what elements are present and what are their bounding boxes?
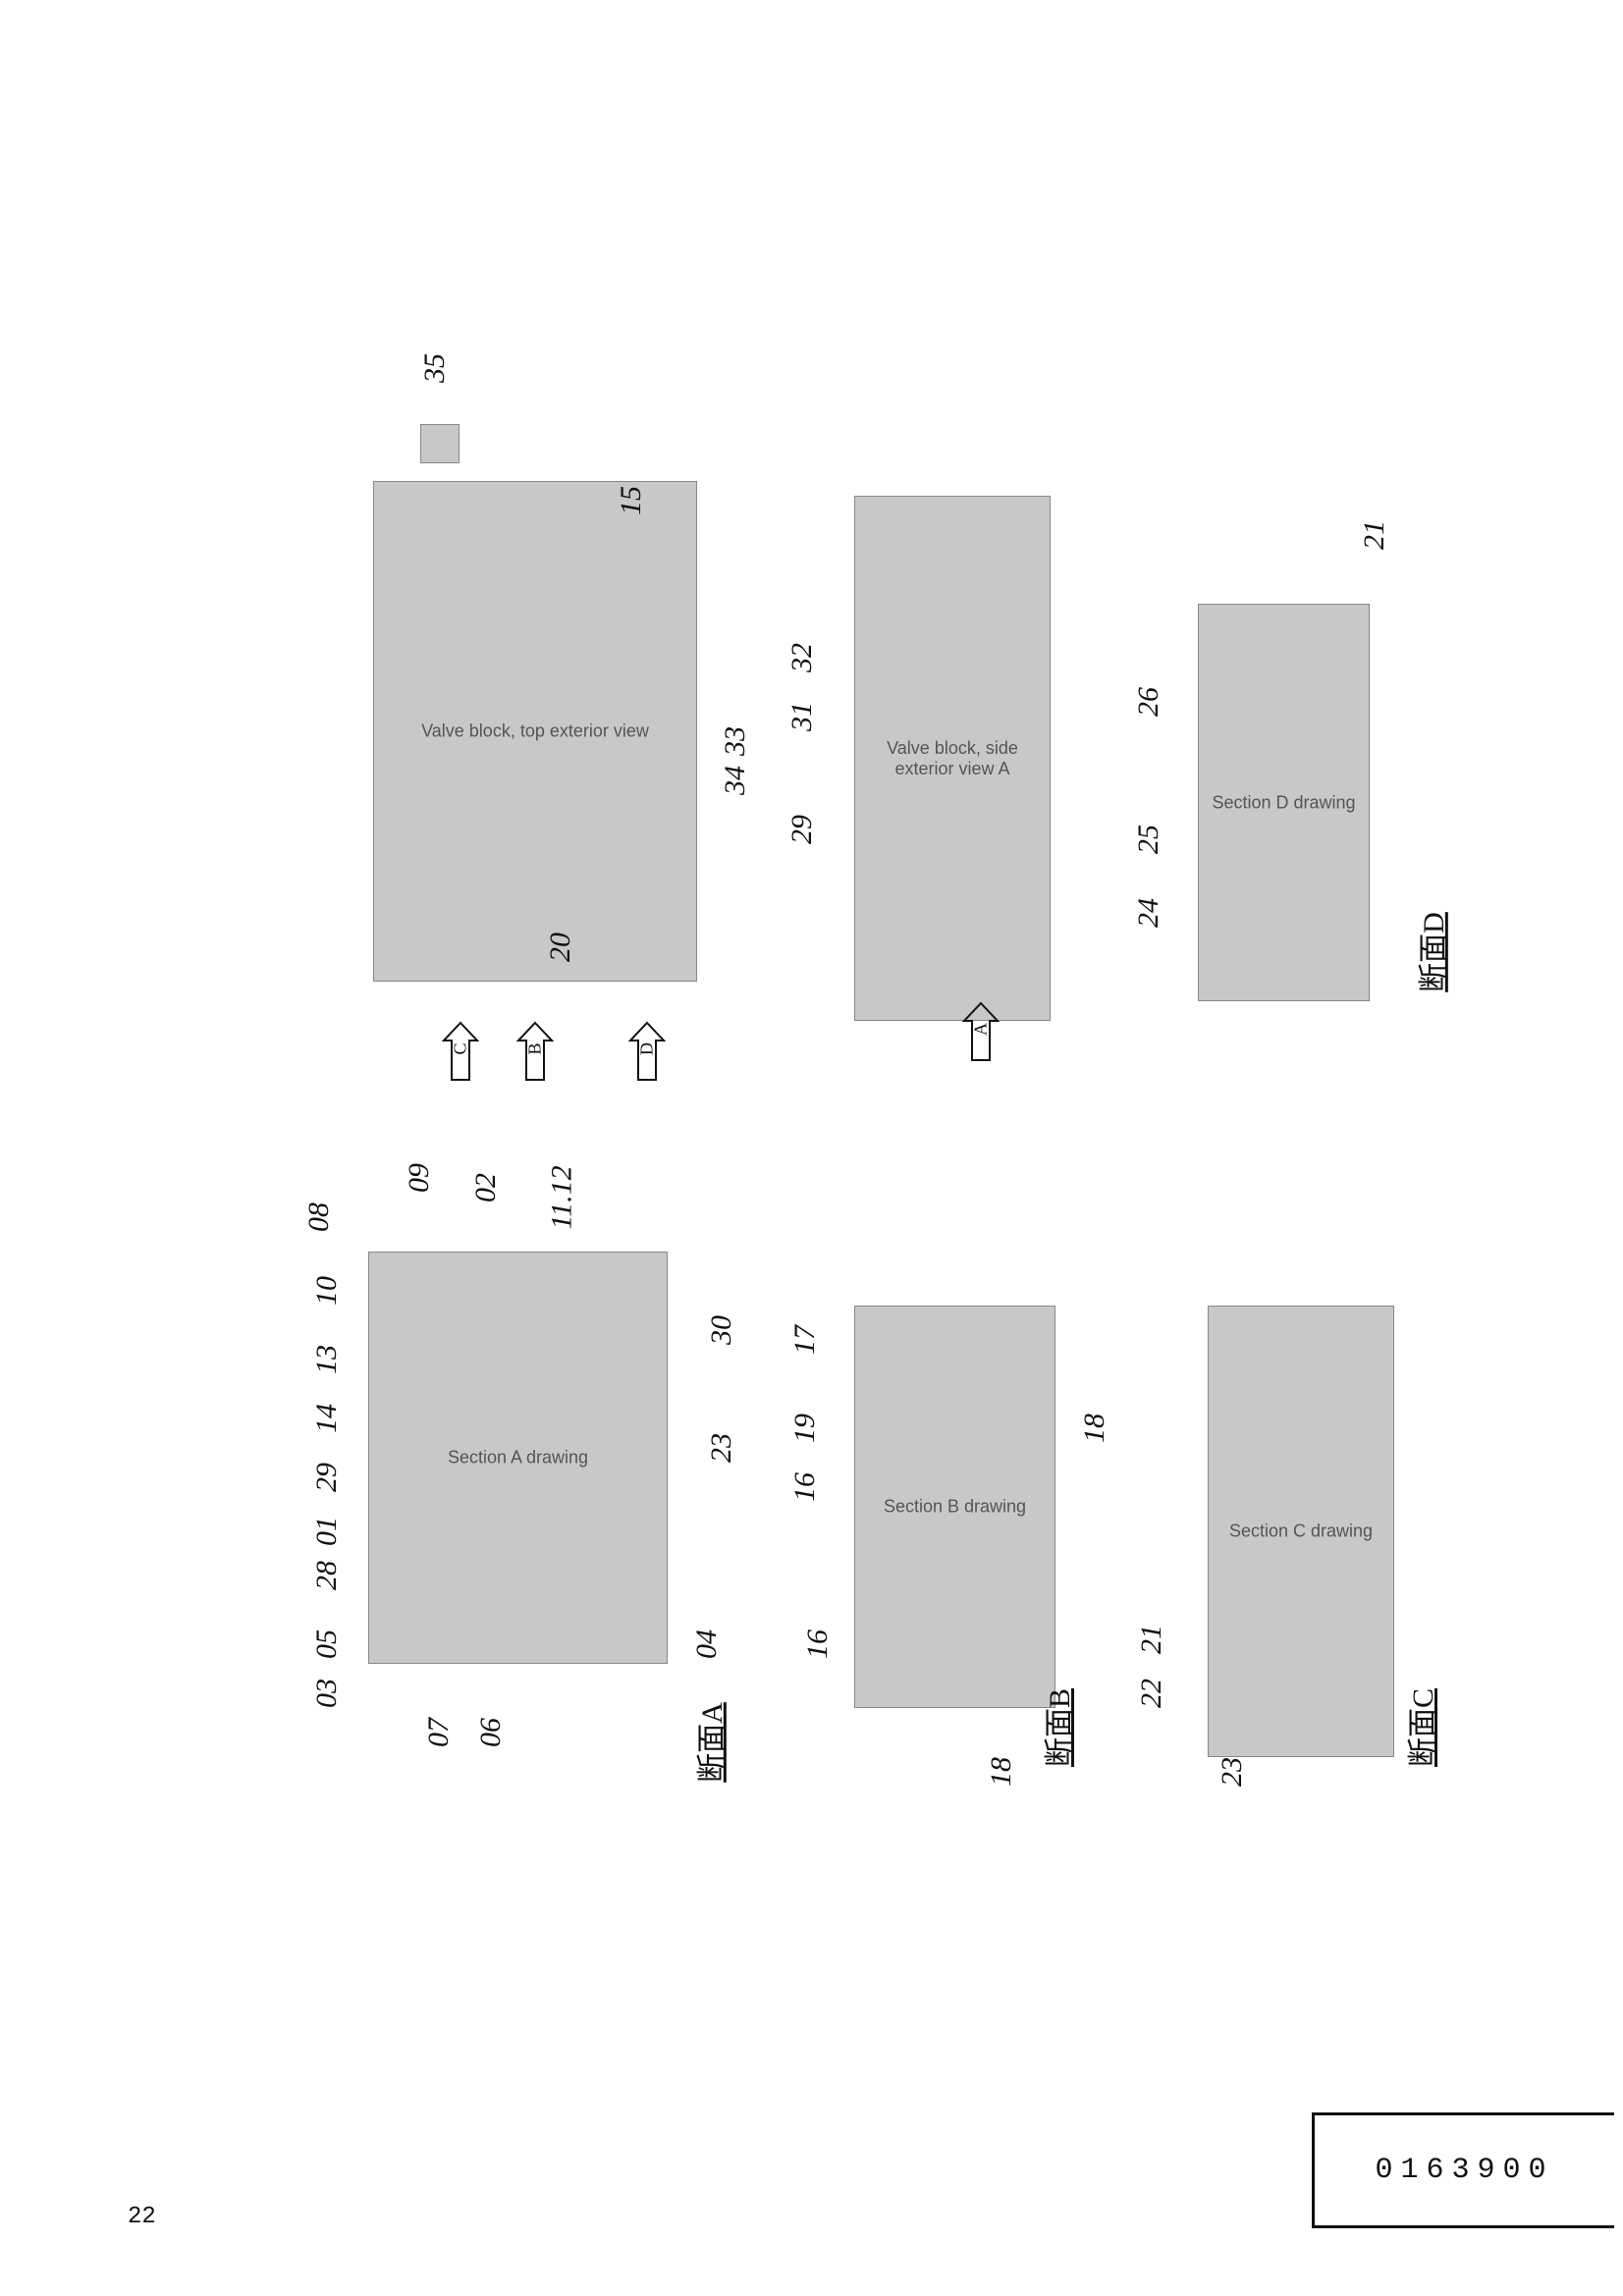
callout-25: 25 bbox=[1132, 825, 1164, 854]
section-c-image: Section C drawing bbox=[1208, 1306, 1394, 1757]
part-35-image bbox=[420, 424, 460, 463]
callout-03: 03 bbox=[310, 1679, 343, 1708]
callout-34: 34 bbox=[719, 766, 751, 795]
callout-20: 20 bbox=[544, 933, 576, 962]
callout-13: 13 bbox=[310, 1345, 343, 1374]
callout-30: 30 bbox=[705, 1315, 737, 1345]
section-a-title: 断面A bbox=[695, 1702, 729, 1783]
view-marker-b: B bbox=[516, 1021, 554, 1082]
callout-11-12: 11.12 bbox=[545, 1165, 578, 1230]
callout-23-a: 23 bbox=[705, 1433, 737, 1463]
callout-04: 04 bbox=[690, 1629, 723, 1659]
callout-35: 35 bbox=[418, 353, 451, 383]
callout-32: 32 bbox=[785, 643, 818, 672]
document-number-box: 0163900 bbox=[1312, 2112, 1614, 2228]
section-b-title: 断面B bbox=[1044, 1687, 1077, 1768]
callout-10: 10 bbox=[310, 1276, 343, 1306]
callout-09: 09 bbox=[403, 1163, 435, 1193]
page-number: 22 bbox=[128, 2204, 156, 2230]
callout-19: 19 bbox=[788, 1414, 821, 1443]
callout-29-a: 29 bbox=[310, 1463, 343, 1492]
callout-18-bottom: 18 bbox=[985, 1757, 1017, 1787]
view-marker-a: A bbox=[962, 1001, 1000, 1062]
view-marker-c: C bbox=[442, 1021, 479, 1082]
document-number: 0163900 bbox=[1375, 2154, 1554, 2187]
callout-15: 15 bbox=[615, 486, 647, 515]
callout-23-c: 23 bbox=[1216, 1757, 1248, 1787]
callout-31: 31 bbox=[785, 702, 818, 731]
callout-08: 08 bbox=[302, 1202, 335, 1232]
callout-18-top: 18 bbox=[1078, 1414, 1110, 1443]
callout-05: 05 bbox=[310, 1629, 343, 1659]
callout-21-c: 21 bbox=[1135, 1625, 1167, 1654]
callout-06: 06 bbox=[474, 1718, 507, 1747]
callout-29-top: 29 bbox=[785, 815, 818, 844]
callout-16-bottom: 16 bbox=[801, 1629, 834, 1659]
callout-14: 14 bbox=[310, 1404, 343, 1433]
exterior-top-view-image: Valve block, top exterior view bbox=[373, 481, 697, 982]
view-marker-d: D bbox=[628, 1021, 666, 1082]
callout-24: 24 bbox=[1132, 898, 1164, 928]
exterior-side-view-image: Valve block, side exterior view A bbox=[854, 496, 1051, 1021]
section-a-image: Section A drawing bbox=[368, 1252, 668, 1664]
section-c-title: 断面C bbox=[1407, 1687, 1440, 1768]
callout-02: 02 bbox=[469, 1173, 502, 1202]
callout-21: 21 bbox=[1358, 520, 1390, 550]
callout-26: 26 bbox=[1132, 687, 1164, 717]
section-b-image: Section B drawing bbox=[854, 1306, 1055, 1708]
section-d-image: Section D drawing bbox=[1198, 604, 1370, 1001]
callout-01: 01 bbox=[310, 1517, 343, 1546]
callout-33: 33 bbox=[719, 726, 751, 756]
callout-17: 17 bbox=[788, 1325, 821, 1355]
callout-22: 22 bbox=[1135, 1679, 1167, 1708]
callout-07: 07 bbox=[422, 1718, 455, 1747]
callout-28: 28 bbox=[310, 1561, 343, 1590]
callout-16: 16 bbox=[788, 1472, 821, 1502]
section-d-title: 断面D bbox=[1417, 912, 1450, 992]
